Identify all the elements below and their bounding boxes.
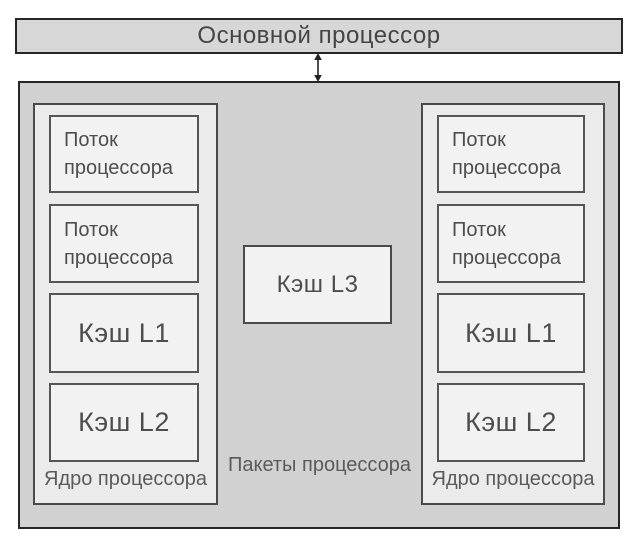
package-caption: Пакеты процессора bbox=[227, 453, 412, 476]
l1-cache-box-left: Кэш L1 bbox=[49, 293, 199, 373]
core-caption-left: Ядро процессора bbox=[44, 467, 207, 490]
thread-box-right-1: Поток процессора bbox=[437, 115, 585, 193]
thread-box-right-2: Поток процессора bbox=[437, 204, 585, 283]
core-caption-right: Ядро процессора bbox=[431, 467, 595, 490]
l2-cache-box-left: Кэш L2 bbox=[49, 383, 199, 462]
l3-cache-box: Кэш L3 bbox=[243, 245, 392, 324]
thread-box-left-1: Поток процессора bbox=[49, 115, 199, 193]
main-processor-box: Основной процессор bbox=[15, 18, 623, 54]
thread-box-left-2: Поток процессора bbox=[49, 204, 199, 283]
bidirectional-arrow-icon bbox=[310, 53, 326, 82]
l1-cache-box-right: Кэш L1 bbox=[437, 293, 585, 373]
l2-cache-box-right: Кэш L2 bbox=[437, 383, 585, 462]
